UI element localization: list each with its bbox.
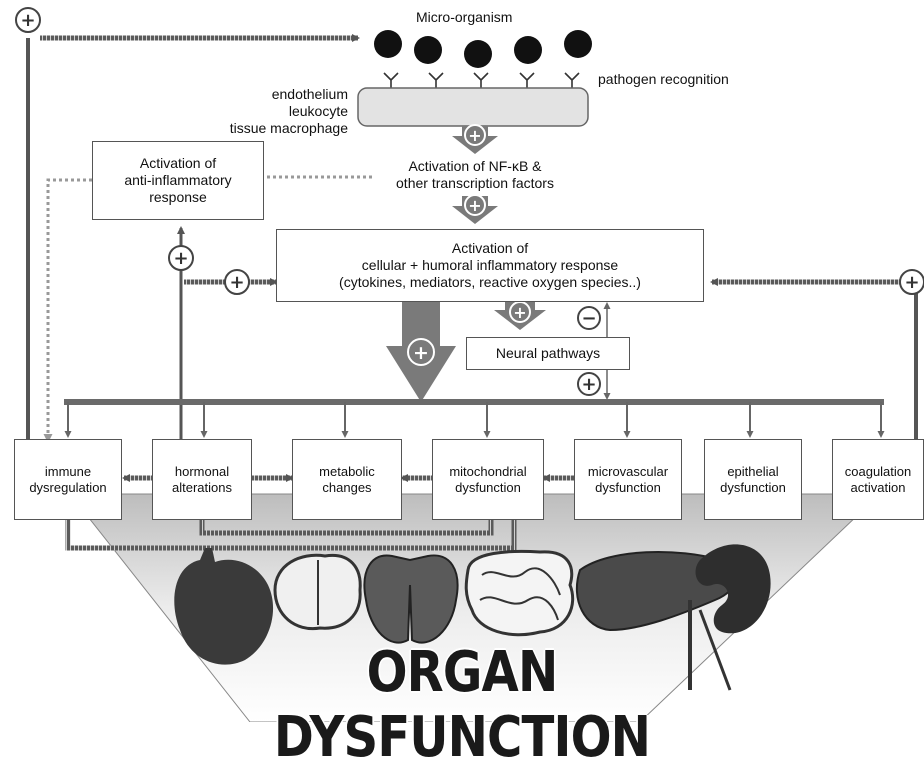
plus-icon: + [224,269,250,295]
svg-text:+: + [173,248,188,269]
svg-text:+: + [20,10,35,31]
plus-icon: + [509,301,531,323]
sepsis-pathway-diagram: + + + + + + + − + + [15,7,924,722]
inflammatory-line-1: Activation of [451,240,529,256]
outcome-line-1: coagulation [844,463,912,479]
mito-to-immune-loop [64,501,517,551]
minus-icon: − [577,306,601,330]
cell-type-endothelium: endothelium [271,86,348,102]
kidney-icon [695,544,771,634]
svg-text:−: − [581,308,596,329]
organ-dysfunction-title: ORGAN DYSFUNCTION [273,640,651,770]
svg-text:+: + [904,272,919,293]
plus-icon: + [168,245,194,271]
plus-icon: + [899,269,924,295]
svg-text:+: + [513,303,526,322]
heart-icon [174,548,274,665]
nfkb-line-2: other transcription factors [396,175,554,191]
micro-organism-group [374,30,592,68]
intestine-coils [479,567,561,621]
svg-text:+: + [468,196,481,215]
svg-text:+: + [468,126,481,145]
outcome-line-2: dysfunction [455,479,521,495]
outcome-line-1: microvascular [587,463,669,479]
receptor-icon [564,72,580,88]
dotted-arrow-to-immune [43,178,92,443]
svg-text:+: + [581,374,596,395]
anti-line-2: anti-inflammatory [124,172,232,188]
anti-inflammatory-box: Activation of anti-inflammatory response [92,141,264,220]
outcome-line-2: dysregulation [29,479,107,495]
distribution-drops [64,402,885,438]
neural-pathways-label: Neural pathways [495,345,601,361]
outcome-line-1: mitochondrial [449,463,527,479]
intestine-icon [464,549,575,637]
sign-circles: + + + + + + + − + + [15,7,924,396]
plus-icon: + [464,124,486,146]
cell-type-macrophage: tissue macrophage [229,120,348,136]
organs-group [174,544,771,691]
micro-organism-icon [374,30,402,58]
micro-organism-icon [414,36,442,64]
svg-text:+: + [229,272,244,293]
plus-icon: + [577,372,601,396]
receptor-icon [519,72,535,88]
outcome-line-1: epithelial [727,463,779,479]
pathogen-recognition-label: pathogen recognition [598,71,729,87]
outcome-line-2: activation [850,479,906,495]
inflammatory-response-box: Activation of cellular + humoral inflamm… [276,229,704,302]
micro-organism-icon [464,40,492,68]
micro-organism-icon [564,30,592,58]
outcome-line-2: dysfunction [720,479,786,495]
receptor-icon [473,72,489,88]
cell-bar [357,87,589,127]
receptor-icon [428,72,444,88]
plus-icon: + [407,338,435,366]
receptor-group [383,72,580,88]
outcome-line-2: dysfunction [595,479,661,495]
nfkb-label: Activation of NF-κB & other transcriptio… [372,158,578,192]
outcome-line-1: immune [44,463,92,479]
plus-icon: + [464,194,486,216]
outcome-line-1: metabolic [319,463,375,479]
plus-icon: + [15,7,41,33]
cell-types-label: endothelium leukocyte tissue macrophage [190,86,348,137]
outcome-line-2: changes [322,479,372,495]
micro-organism-icon [514,36,542,64]
anti-line-3: response [149,189,207,205]
anti-line-1: Activation of [139,155,217,171]
svg-text:+: + [413,342,429,364]
cell-type-leukocyte: leukocyte [288,103,348,119]
micro-organism-label: Micro-organism [416,9,513,25]
outcome-line-1: hormonal [174,463,230,479]
nfkb-line-1: Activation of NF-κB & [408,158,542,174]
inflammatory-line-2: cellular + humoral inflammatory response [361,257,619,273]
inflammatory-line-3: (cytokines, mediators, reactive oxygen s… [339,274,641,290]
lungs-icon [363,554,459,644]
receptor-icon [383,72,399,88]
outcome-line-2: alterations [172,479,232,495]
neural-pathways-box: Neural pathways [466,337,630,370]
